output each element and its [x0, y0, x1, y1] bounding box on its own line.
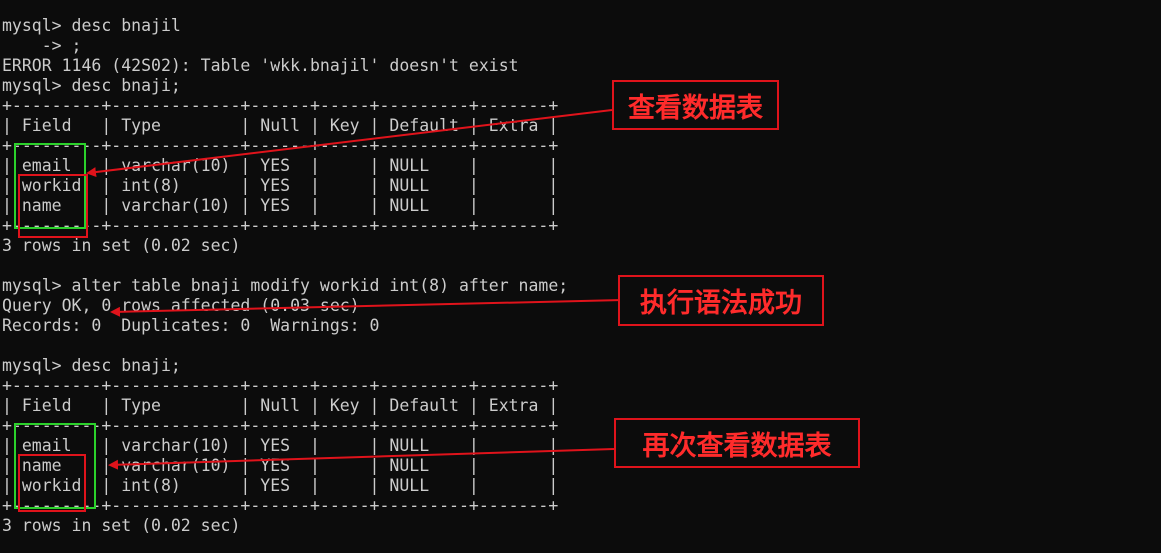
table-row: | workid | int(8) | YES | | NULL | |: [2, 176, 559, 195]
table-border: +---------+-------------+------+-----+--…: [2, 96, 559, 115]
table-row: | workid | int(8) | YES | | NULL | |: [2, 476, 559, 495]
annotation-note: 再次查看数据表: [614, 418, 860, 468]
green-highlight-box: [14, 143, 86, 229]
terminal-line: Records: 0 Duplicates: 0 Warnings: 0: [2, 316, 380, 335]
annotation-arrow: [86, 109, 613, 178]
table-row: | name | varchar(10) | YES | | NULL | |: [2, 456, 559, 475]
green-highlight-box: [14, 423, 96, 509]
table-border: +---------+-------------+------+-----+--…: [2, 496, 559, 515]
annotation-note: 查看数据表: [612, 80, 779, 130]
table-row: | email | varchar(10) | YES | | NULL | |: [2, 156, 559, 175]
annotation-arrow: [110, 299, 624, 317]
table-border: +---------+-------------+------+-----+--…: [2, 416, 559, 435]
terminal-line: -> ;: [2, 36, 82, 55]
table-header-row: | Field | Type | Null | Key | Default | …: [2, 396, 559, 415]
table-border: +---------+-------------+------+-----+--…: [2, 376, 559, 395]
red-highlight-box: [18, 174, 88, 238]
red-highlight-box: [18, 454, 86, 512]
terminal-line: ERROR 1146 (42S02): Table 'wkk.bnajil' d…: [2, 56, 519, 75]
terminal-line: mysql> desc bnajil: [2, 16, 181, 35]
terminal-line: mysql> desc bnaji;: [2, 356, 181, 375]
terminal-line: 3 rows in set (0.02 sec): [2, 236, 241, 255]
terminal-line: 3 rows in set (0.02 sec): [2, 516, 241, 535]
table-row: | name | varchar(10) | YES | | NULL | |: [2, 196, 559, 215]
table-row: | email | varchar(10) | YES | | NULL | |: [2, 436, 559, 455]
annotation-arrow: [108, 448, 615, 470]
table-border: +---------+-------------+------+-----+--…: [2, 136, 559, 155]
terminal-line: mysql> alter table bnaji modify workid i…: [2, 276, 569, 295]
annotation-note: 执行语法成功: [618, 275, 824, 326]
table-border: +---------+-------------+------+-----+--…: [2, 216, 559, 235]
terminal-line: mysql> desc bnaji;: [2, 76, 181, 95]
